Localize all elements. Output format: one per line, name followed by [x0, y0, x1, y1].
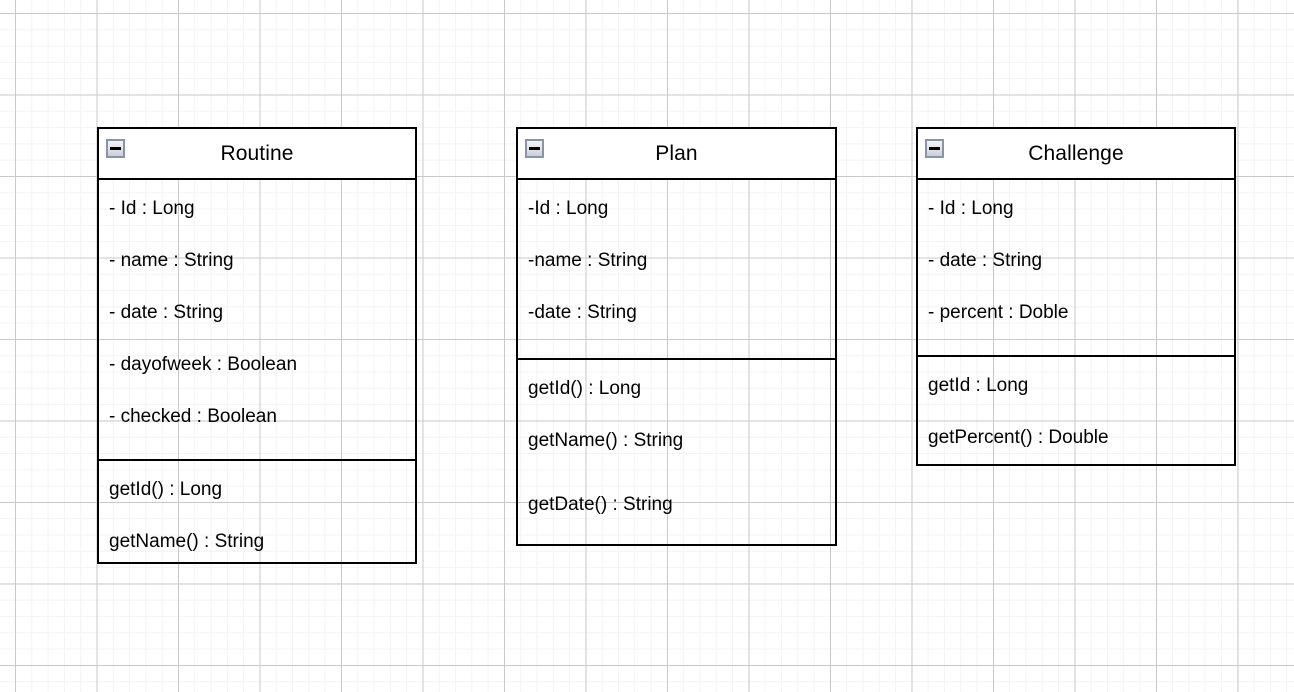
- minus-box-icon[interactable]: [925, 139, 944, 158]
- uml-attribute: - Id : Long: [109, 198, 195, 219]
- uml-method: getId() : Long: [109, 479, 223, 500]
- uml-method: getName() : String: [528, 430, 684, 451]
- uml-attributes-routine: - Id : Long - name : String - date : Str…: [99, 199, 415, 461]
- uml-class-header-challenge: Challenge: [918, 129, 1234, 180]
- uml-attribute: - Id : Long: [928, 198, 1014, 219]
- uml-class-header-plan: Plan: [518, 129, 835, 180]
- uml-method: getId : Long: [928, 375, 1029, 396]
- uml-method: getName() : String: [109, 531, 265, 552]
- uml-methods-plan: getId() : Long getName() : String getDat…: [518, 379, 835, 514]
- uml-class-challenge[interactable]: Challenge - Id : Long - date : String - …: [916, 127, 1236, 466]
- uml-method: getDate() : String: [528, 494, 673, 515]
- uml-attribute: - date : String: [928, 250, 1043, 271]
- uml-methods-routine: getId() : Long getName() : String: [99, 480, 415, 551]
- uml-attribute: - percent : Doble: [928, 302, 1069, 323]
- uml-methods-challenge: getId : Long getPercent() : Double: [918, 376, 1234, 447]
- uml-class-name-routine: Routine: [220, 142, 294, 165]
- uml-class-header-routine: Routine: [99, 129, 415, 180]
- uml-attributes-plan: -Id : Long -name : String -date : String: [518, 199, 835, 360]
- minus-box-icon[interactable]: [106, 139, 125, 158]
- uml-method: getPercent() : Double: [928, 427, 1109, 448]
- uml-method: getId() : Long: [528, 378, 642, 399]
- minus-bar: [529, 147, 540, 150]
- uml-attribute: -Id : Long: [528, 198, 609, 219]
- uml-class-name-plan: Plan: [655, 142, 698, 165]
- uml-class-name-challenge: Challenge: [1028, 142, 1124, 165]
- uml-attribute: - dayofweek : Boolean: [109, 354, 298, 375]
- minus-bar: [929, 147, 940, 150]
- uml-attributes-challenge: - Id : Long - date : String - percent : …: [918, 199, 1234, 357]
- uml-attribute: -name : String: [528, 250, 648, 271]
- uml-attribute: - name : String: [109, 250, 234, 271]
- minus-bar: [110, 147, 121, 150]
- uml-attribute: - checked : Boolean: [109, 406, 277, 427]
- uml-class-plan[interactable]: Plan -Id : Long -name : String -date : S…: [516, 127, 837, 546]
- uml-attribute: - date : String: [109, 302, 224, 323]
- minus-box-icon[interactable]: [525, 139, 544, 158]
- uml-attribute: -date : String: [528, 302, 637, 323]
- uml-class-routine[interactable]: Routine - Id : Long - name : String - da…: [97, 127, 417, 564]
